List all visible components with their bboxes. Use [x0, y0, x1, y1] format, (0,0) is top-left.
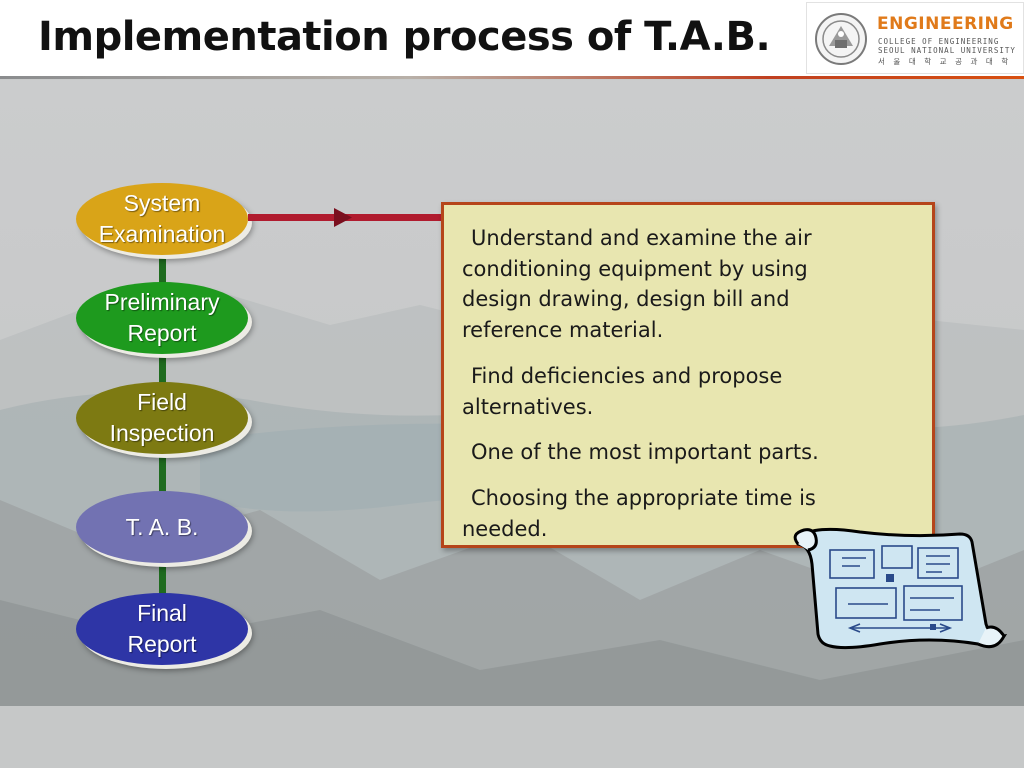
description-item: Find deficiencies and propose alternativ… — [462, 364, 783, 419]
step-label: Final — [137, 600, 187, 626]
slide-header: Implementation process of T.A.B. ENGINEE… — [0, 0, 1024, 78]
header-divider — [0, 76, 1024, 79]
step-label: Report — [127, 320, 197, 346]
blueprint-scroll-icon — [793, 527, 1008, 650]
arrow-head-icon — [334, 208, 352, 227]
slide-title: Implementation process of T.A.B. — [38, 14, 771, 60]
flow-connector — [159, 564, 166, 594]
seal-icon — [815, 13, 867, 65]
university-logo: ENGINEERING COLLEGE OF ENGINEERING SEOUL… — [806, 2, 1024, 74]
pointer-arrow — [248, 208, 444, 227]
flow-connector — [159, 454, 166, 494]
step-final-report[interactable]: Final Report — [76, 593, 248, 665]
step-system-examination[interactable]: System Examination — [76, 183, 248, 255]
description-item: One of the most important parts. — [471, 440, 819, 464]
step-label: Examination — [98, 221, 226, 247]
step-label: Inspection — [109, 420, 215, 446]
description-item: Understand and examine the air condition… — [462, 226, 812, 342]
logo-line-2: SEOUL NATIONAL UNIVERSITY — [878, 46, 1016, 55]
logo-wordmark: ENGINEERING — [877, 14, 1014, 34]
step-tab[interactable]: T. A. B. — [76, 491, 248, 563]
step-label: Report — [127, 631, 197, 657]
description-item: Choosing the appropriate time is needed. — [462, 486, 816, 541]
flow-connector — [159, 256, 166, 286]
logo-line-1: COLLEGE OF ENGINEERING — [878, 37, 1000, 46]
step-label: Preliminary — [104, 289, 220, 315]
step-field-inspection[interactable]: Field Inspection — [76, 382, 248, 454]
logo-line-3: 서 울 대 학 교 공 과 대 학 — [878, 57, 1011, 66]
step-label: T. A. B. — [125, 513, 199, 540]
step-label: System — [123, 190, 201, 216]
flow-connector — [159, 354, 166, 384]
step-label: Field — [137, 389, 187, 415]
description-box: Understand and examine the air condition… — [441, 202, 935, 548]
step-preliminary-report[interactable]: Preliminary Report — [76, 282, 248, 354]
